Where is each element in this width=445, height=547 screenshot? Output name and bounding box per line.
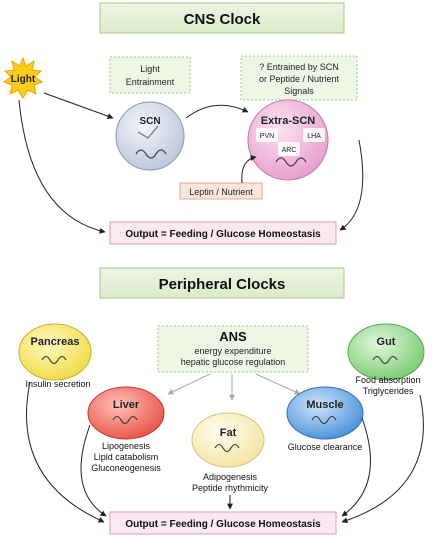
check-icon [137,125,159,139]
peripheral-title: Peripheral Clocks [159,276,286,293]
pancreas-to-output-arrow [26,381,105,523]
leptin-nutrient-box: Leptin / Nutrient [179,182,263,200]
cns-title-banner: CNS Clock [99,2,345,34]
muscle-label: Muscle [306,399,343,411]
cns-output-label: Output = Feeding / Glucose Homeostasis [125,229,321,240]
light-sun-icon: Light [2,56,44,99]
cns-arrows [18,92,364,234]
liver-desc-1: Lipogenesis [102,441,151,451]
muscle-desc-1: Glucose clearance [288,442,363,452]
ans-line-2: hepatic glucose regulation [181,357,286,367]
light-to-scn-arrow [43,92,114,119]
rhythm-wave-icon [41,355,67,365]
extra-to-output-arrow [339,139,364,231]
entrained-note-line-3: Signals [284,86,314,96]
pvn-label: PVN [260,133,274,140]
cns-title: CNS Clock [184,11,261,28]
leptin-label: Leptin / Nutrient [189,187,253,197]
ans-box: ANS energy expenditure hepatic glucose r… [157,325,309,373]
scn-to-extra-arrow [185,104,249,119]
liver-node: Liver Lipogenesis Lipid catabolism Gluco… [87,386,165,473]
extra-scn-label: Extra-SCN [261,115,315,127]
ans-line-1: energy expenditure [194,346,271,356]
peripheral-output-label: Output = Feeding / Glucose Homeostasis [125,519,321,530]
peripheral-title-banner: Peripheral Clocks [99,267,345,299]
liver-desc-2: Lipid catabolism [94,452,159,462]
fat-label: Fat [220,427,237,439]
muscle-node: Muscle Glucose clearance [286,386,364,452]
leptin-to-extra-arrow [241,155,257,184]
rhythm-wave-icon [214,443,240,453]
ans-arrows [167,373,301,401]
lha-label: LHA [307,133,321,140]
rhythm-wave-icon [372,355,398,365]
left-to-output-arrow [18,99,106,234]
rhythm-wave-icon [112,415,138,425]
fat-desc-2: Peptide rhythmicity [192,483,269,493]
rhythm-wave-icon [275,157,307,167]
scn-node: SCN [115,101,185,171]
light-entrainment-box: Light Entrainment [109,56,191,94]
liver-to-output-arrow [80,424,107,517]
entrained-note-line-1: ? Entrained by SCN [259,62,339,72]
gut-desc-1: Food absorption [355,375,420,385]
ans-to-liver-arrow [167,373,211,395]
gut-node: Gut Food absorption Triglycerides [347,323,425,396]
fat-node: Fat Adipogenesis Peptide rhythmicity [191,412,269,493]
light-entrainment-line-1: Light [140,64,160,74]
light-label: Light [11,74,36,85]
gut-desc-2: Triglycerides [363,386,414,396]
pancreas-node: Pancreas Insulin secretion [18,323,92,389]
light-entrainment-line-2: Entrainment [126,77,175,87]
muscle-to-output-arrow [341,417,371,517]
entrained-note-line-2: or Peptide / Nutrient [259,74,340,84]
liver-label: Liver [113,399,140,411]
gut-label: Gut [377,336,396,348]
liver-desc-3: Gluconeogenesis [91,463,161,473]
fat-desc-1: Adipogenesis [203,472,258,482]
ans-title: ANS [219,329,247,344]
peripheral-output-arrows [26,381,424,524]
entrained-note-box: ? Entrained by SCN or Peptide / Nutrient… [240,55,358,101]
scn-label: SCN [139,116,160,127]
ans-to-muscle-arrow [255,373,301,395]
peripheral-output-box: Output = Feeding / Glucose Homeostasis [109,511,337,535]
extra-scn-node: Extra-SCN PVN LHA ARC [247,99,329,181]
cns-output-box: Output = Feeding / Glucose Homeostasis [109,221,337,245]
gut-to-output-arrow [341,394,424,524]
pancreas-desc-1: Insulin secretion [25,379,90,389]
rhythm-wave-icon [135,149,167,159]
rhythm-wave-icon [311,415,337,425]
arc-label: ARC [282,147,297,154]
pancreas-label: Pancreas [31,336,80,348]
